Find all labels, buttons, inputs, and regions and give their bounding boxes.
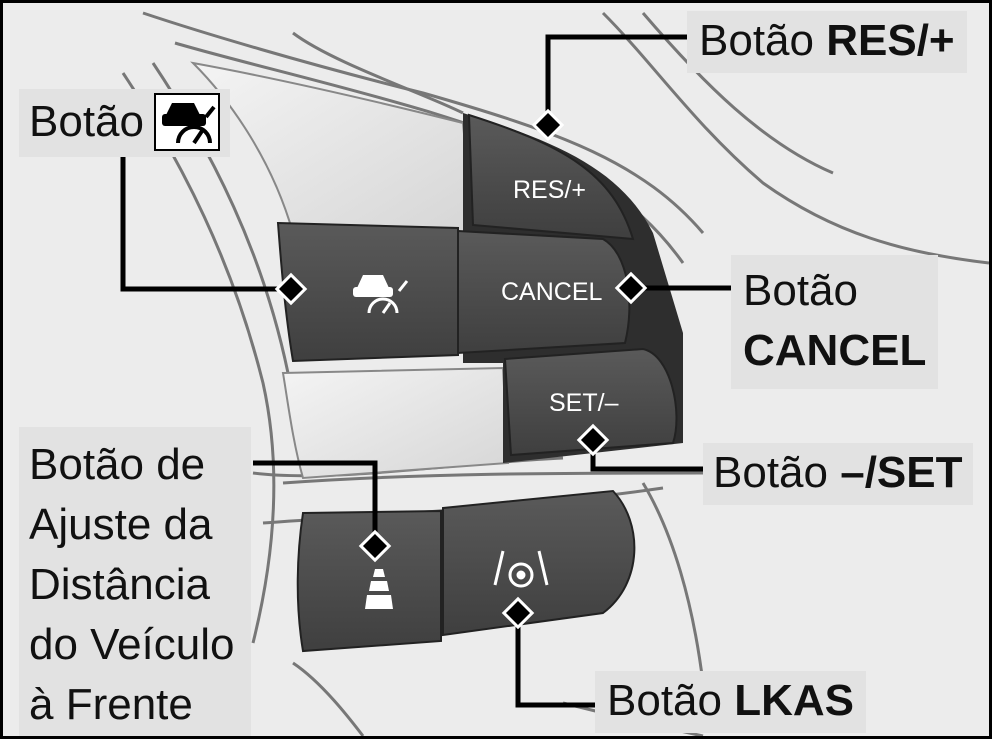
marker-res-plus: [531, 108, 565, 142]
set-minus-button-text: SET/–: [549, 389, 619, 417]
label-cancel: Botão CANCEL: [731, 255, 939, 389]
label-cancel-line1: Botão: [743, 266, 858, 315]
res-plus-button-text: RES/+: [513, 176, 586, 204]
leader-markers: [274, 108, 648, 630]
marker-lkas: [501, 596, 535, 630]
label-distance-line1: Botão de: [29, 440, 206, 489]
label-res-plus: Botão RES/+: [687, 11, 967, 73]
leader-res-plus: [545, 34, 693, 123]
label-set-minus-bold: –/SET: [840, 448, 963, 497]
marker-set-minus: [576, 423, 610, 457]
label-res-plus-prefix: Botão: [699, 16, 814, 65]
lkas-button[interactable]: [442, 489, 636, 637]
lkas-icon: [493, 550, 549, 588]
label-distance-line2: Ajuste da: [29, 500, 213, 549]
set-minus-button[interactable]: [503, 347, 678, 457]
label-acc-prefix: Botão: [29, 97, 144, 146]
label-res-plus-bold: RES/+: [826, 16, 955, 65]
label-lkas-prefix: Botão: [607, 676, 722, 725]
cancel-button-text: CANCEL: [501, 278, 603, 306]
label-set-minus: Botão –/SET: [703, 443, 973, 505]
steering-wheel-illustration: RES/+ CANCEL SET/–: [120, 11, 989, 736]
res-plus-button[interactable]: [467, 113, 635, 241]
label-distance-line5: à Frente: [29, 680, 193, 729]
lower-spoke-surface: [281, 366, 510, 480]
label-distance-line3: Distância: [29, 560, 210, 609]
label-set-minus-prefix: Botão: [713, 448, 828, 497]
marker-cancel: [614, 271, 648, 305]
label-acc: Botão: [19, 89, 230, 157]
leader-distance: [253, 460, 378, 543]
following-distance-icon: [365, 569, 393, 609]
distance-button[interactable]: [296, 509, 442, 653]
marker-distance: [358, 529, 392, 563]
leader-acc: [120, 153, 288, 292]
label-distance-line4: do Veículo: [29, 620, 235, 669]
marker-acc: [274, 272, 308, 306]
leader-lkas: [515, 613, 603, 708]
acc-vehicle-meter-icon: [353, 275, 409, 314]
label-lkas-bold: LKAS: [734, 676, 854, 725]
label-cancel-line2: CANCEL: [743, 326, 927, 375]
label-lkas: Botão LKAS: [595, 671, 866, 733]
acc-vehicle-meter-icon-label: [153, 93, 220, 151]
label-distance: Botão de Ajuste da Distância do Veículo …: [19, 427, 251, 736]
